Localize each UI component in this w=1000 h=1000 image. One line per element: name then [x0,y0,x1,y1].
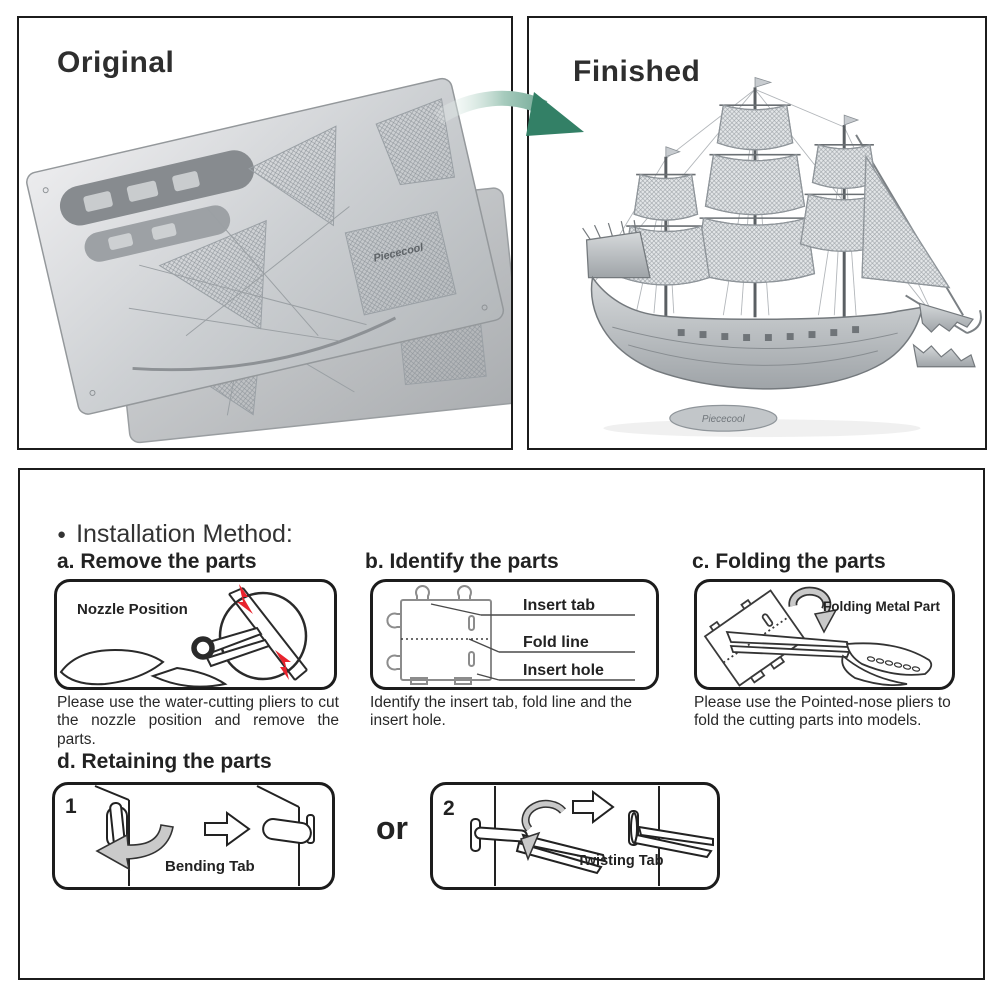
label-leader-lines [430,603,635,681]
installation-panel: ● Installation Method: a. Remove the par… [18,468,985,980]
bending-tab-label: Bending Tab [165,858,255,875]
box-corner-lines [94,785,300,886]
step-c-caption: Please use the Pointed-nose pliers to fo… [694,694,951,730]
step-b-title: b. Identify the parts [365,550,559,573]
transform-arrow-icon [433,90,584,136]
ship-illustration: Piececool [582,76,982,438]
stern-spikes [582,220,637,241]
folding-metal-part-label: Folding Metal Part [823,599,941,614]
bend-direction-arrow-icon [95,824,174,871]
option2-number: 2 [443,797,455,820]
original-title: Original [57,46,175,79]
result-arrow-icon [572,790,615,824]
bent-tab [262,814,315,844]
insert-hole-label: Insert hole [523,662,604,679]
magnifier-circle-icon [218,591,308,681]
step-a-diagram: Nozzle Position [54,579,337,690]
insert-tab-label: Insert tab [523,597,595,614]
tab-in-slot [106,801,128,848]
ship-hull [590,275,924,390]
nameplate-oval [669,404,778,432]
bow-jaw [912,302,976,368]
ship-flags [665,76,860,158]
result-arrow-icon [204,811,251,847]
step-a-caption: Please use the water-cutting pliers to c… [57,694,339,748]
bullet-icon: ● [57,526,67,543]
step-c-diagram: Folding Metal Part [694,579,955,690]
nozzle-position-label: Nozzle Position [77,601,188,618]
option1-number: 1 [65,795,77,818]
ship-sails [621,104,951,289]
step-d-option2-diagram: 2 Twisti [430,782,720,890]
cut-spark-icon [237,584,291,680]
metal-sheet-front: Piececool [26,77,505,415]
step-b-caption: Identify the insert tab, fold line and t… [370,694,632,730]
step-d-option1-diagram: 1 Bending Tab [52,782,335,890]
fold-line-label: Fold line [523,634,589,651]
ship-yards [626,104,884,227]
installation-heading-text: Installation Method: [76,520,293,548]
or-connector: or [376,810,408,846]
part-outline [386,585,492,685]
finished-title: Finished [573,55,701,88]
finished-panel: Finished [527,16,987,450]
water-cutting-pliers-icon [59,626,271,687]
nameplate-brand-label: Piececool [702,414,746,425]
fold-direction-arrow-icon [788,586,838,634]
twisted-tab [628,810,714,859]
step-c-title: c. Folding the parts [692,550,886,573]
gun-ports [677,326,860,341]
twist-direction-arrow-icon [520,799,567,862]
metal-sheets-photo: Piececool [26,77,511,444]
step-d-title: d. Retaining the parts [57,750,272,773]
step-a-title: a. Remove the parts [57,550,257,573]
step-b-diagram: Insert tab Fold line Insert hole [370,579,659,690]
finished-ship-photo: Piececool [582,76,982,438]
original-panel: Original [17,16,513,450]
tab-through-slot [470,818,607,875]
twisting-tab-label: Twisting Tab [577,853,664,869]
installation-heading: ● Installation Method: [57,520,293,549]
pointed-nose-pliers-icon [725,630,933,687]
